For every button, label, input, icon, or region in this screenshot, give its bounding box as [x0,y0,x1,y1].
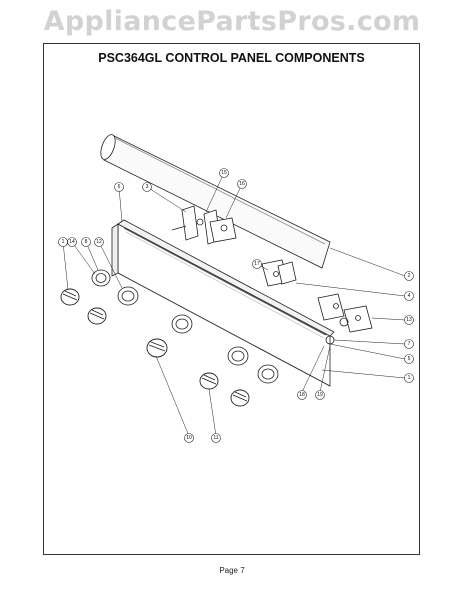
callout-14: 14 [69,239,75,245]
callout-2: 2 [408,273,411,279]
callout-4: 4 [408,293,411,299]
page-number: Page 7 [219,566,245,575]
callout-15: 15 [221,170,227,176]
control-knobs [60,288,250,407]
callout-7: 7 [408,341,411,347]
callout-5: 5 [408,356,411,362]
callout-12: 12 [96,239,102,245]
valve-bracket-right [317,293,373,345]
rear-trim-tube [100,134,331,269]
diagram-title: PSC364GL CONTROL PANEL COMPONENTS [98,51,365,65]
callout-16: 16 [239,181,245,187]
control-panel [111,219,335,387]
valve-bracket-upper [171,205,237,245]
callout-11: 11 [213,435,218,441]
callout-1-right: 1 [408,375,411,381]
callout-13: 13 [406,317,412,323]
knob-bezels [91,269,279,384]
callout-8: 8 [85,239,88,245]
callout-1-left: 1 [62,239,65,245]
callout-19: 19 [317,392,323,398]
site-watermark: AppliancePartsPros.com [43,6,421,37]
callout-18: 18 [299,392,305,398]
callout-10: 10 [186,435,192,441]
valve-bracket-mid [261,259,297,287]
callout-6: 6 [118,184,121,190]
callout-3: 3 [146,184,149,190]
callout-17: 17 [254,261,260,267]
callout-circles [58,168,414,443]
